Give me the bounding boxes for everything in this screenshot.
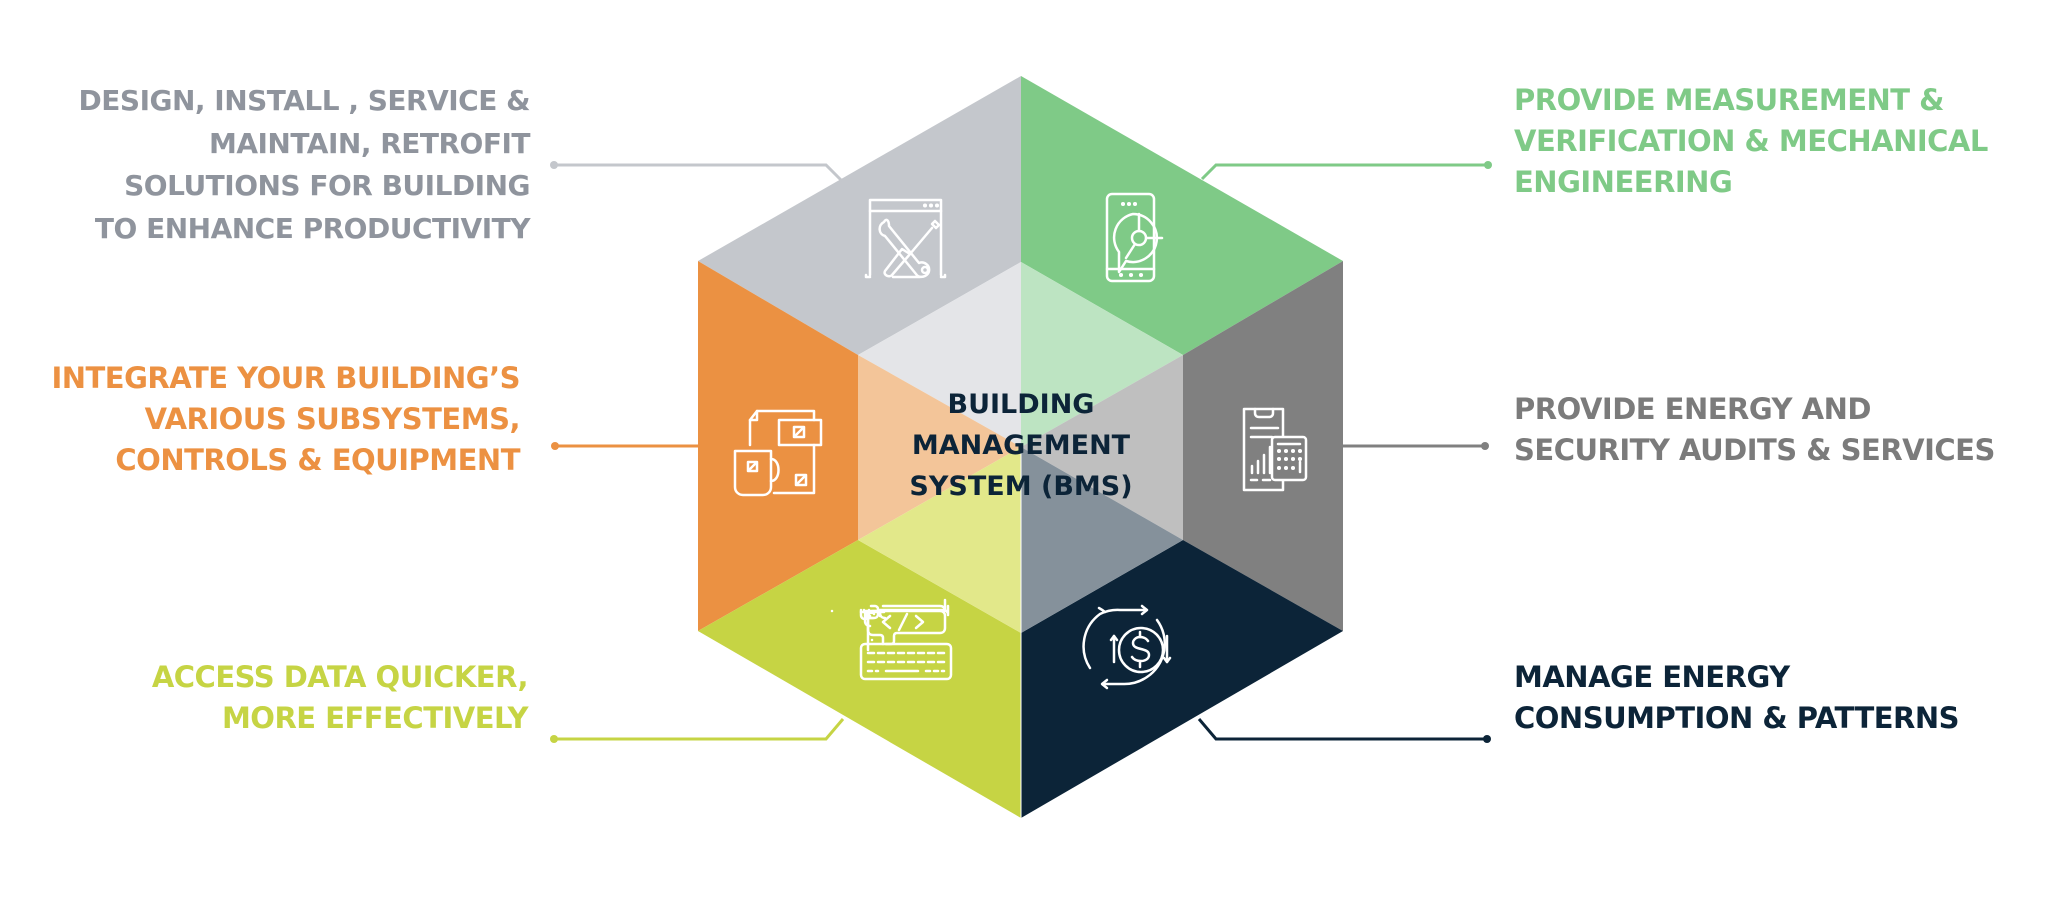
- label-line: MAINTAIN, RETROFIT: [208, 126, 531, 160]
- dollar-cycle-icon: [1082, 604, 1172, 690]
- connector-bottom-right: [1197, 718, 1491, 743]
- connector-middle-right: [1343, 442, 1489, 450]
- label-line: SECURITY AUDITS & SERVICES: [1514, 433, 1995, 467]
- connector-middle-left: [551, 442, 698, 450]
- center-title-line: MANAGEMENT: [911, 430, 1131, 461]
- connector-bottom-left: [550, 718, 845, 743]
- label-measurement-verification: PROVIDE MEASUREMENT & VERIFICATION & MEC…: [1514, 80, 1988, 203]
- label-manage-energy: MANAGE ENERGY CONSUMPTION & PATTERNS: [1514, 657, 1960, 739]
- segment-middle-left: [698, 261, 858, 631]
- integration-devices-icon: [733, 409, 823, 497]
- connector-top-right: [1200, 161, 1492, 181]
- label-line: PROVIDE ENERGY AND: [1514, 392, 1871, 426]
- label-integrate-subsystems: INTEGRATE YOUR BUILDING’S VARIOUS SUBSYS…: [51, 358, 520, 481]
- inner-middle-right: [1021, 355, 1183, 540]
- label-access-data: ACCESS DATA QUICKER, MORE EFFECTIVELY: [151, 657, 529, 739]
- label-line: SOLUTIONS FOR BUILDING: [124, 169, 530, 202]
- label-design-install-service: DESIGN, INSTALL , SERVICE & MAINTAIN, RE…: [78, 80, 531, 250]
- mobile-analytics-icon: [1105, 192, 1164, 283]
- center-title-line: BUILDING: [947, 389, 1095, 420]
- inner-top-right: [1021, 262, 1183, 447]
- label-line: MORE EFFECTIVELY: [221, 701, 529, 735]
- connector-top-left: [550, 161, 844, 183]
- label-line: MANAGE ENERGY: [1514, 660, 1790, 694]
- label-line: ENGINEERING: [1514, 165, 1733, 199]
- label-line: CONTROLS & EQUIPMENT: [115, 443, 520, 477]
- segment-middle-right: [1183, 261, 1343, 631]
- label-line: VERIFICATION & MECHANICAL: [1514, 124, 1988, 158]
- label-line: INTEGRATE YOUR BUILDING’S: [51, 361, 520, 395]
- segment-top-right: [1021, 76, 1343, 355]
- label-line: DESIGN, INSTALL , SERVICE &: [78, 84, 531, 117]
- code-keyboard-main: [859, 609, 953, 681]
- inner-middle-left: [858, 355, 1021, 540]
- label-line: VARIOUS SUBSYSTEMS,: [144, 402, 521, 436]
- label-energy-security-audits: PROVIDE ENERGY AND SECURITY AUDITS & SER…: [1514, 389, 1995, 471]
- center-title: BUILDING MANAGEMENT SYSTEM (BMS): [871, 384, 1171, 507]
- label-line: TO ENHANCE PRODUCTIVITY: [94, 211, 531, 245]
- center-title-line: SYSTEM (BMS): [909, 471, 1133, 502]
- inner-bottom-left: [858, 447, 1021, 633]
- label-line: ACCESS DATA QUICKER,: [151, 660, 529, 694]
- label-line: PROVIDE MEASUREMENT &: [1514, 83, 1944, 117]
- inner-bottom-right: [1021, 447, 1183, 633]
- tools-window-icon: [864, 198, 947, 279]
- inner-top-left: [858, 262, 1021, 447]
- audit-calculator-icon: [1242, 407, 1308, 492]
- segment-top-left: [698, 76, 1021, 355]
- label-line: CONSUMPTION & PATTERNS: [1514, 701, 1960, 735]
